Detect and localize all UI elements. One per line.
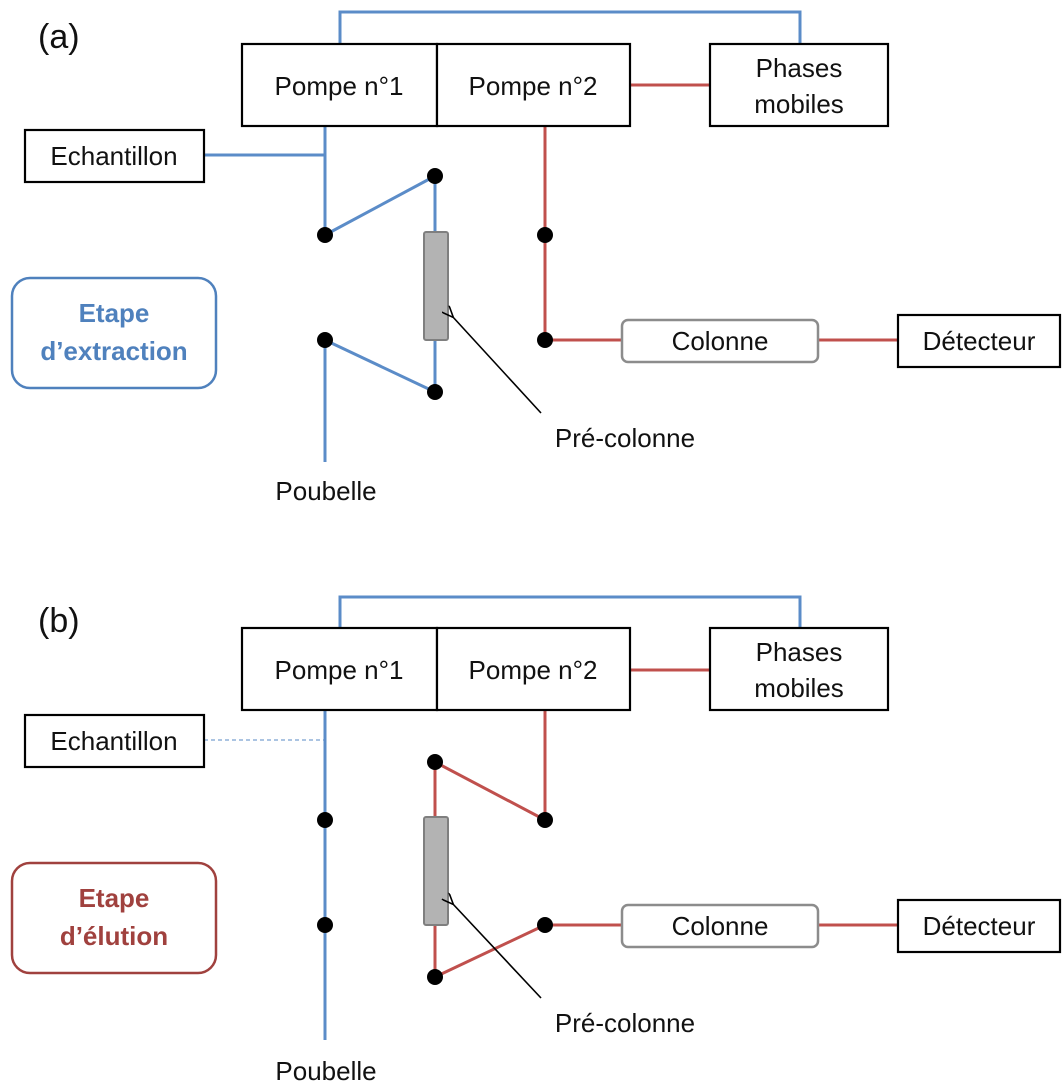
elution-step-label-1: Etape bbox=[79, 883, 150, 913]
mobile-phases-box bbox=[708, 42, 890, 128]
extraction-step-label-2: d’extraction bbox=[40, 336, 187, 366]
extraction-step-box bbox=[10, 276, 218, 390]
elution-step-label-2: d’élution bbox=[60, 921, 168, 951]
valve-port bbox=[317, 812, 333, 828]
pump-2-label: Pompe n°2 bbox=[469, 71, 598, 101]
sample-box bbox=[23, 713, 206, 769]
column-box bbox=[620, 318, 820, 364]
mobile-phases-label-1: Phases bbox=[756, 637, 843, 667]
pump-2-label: Pompe n°2 bbox=[469, 655, 598, 685]
mobile-phases-box bbox=[708, 626, 890, 712]
valve-port bbox=[427, 754, 443, 770]
detector-box bbox=[896, 313, 1062, 369]
pump-1-box bbox=[240, 626, 439, 712]
valve-port bbox=[427, 969, 443, 985]
pump-2-box bbox=[435, 42, 632, 128]
sample-box bbox=[23, 128, 206, 184]
precolumn bbox=[423, 231, 449, 341]
panel-b-valve-ports bbox=[317, 754, 553, 985]
precolumn-label: Pré-colonne bbox=[555, 1008, 695, 1038]
mobile-phases-label-2: mobiles bbox=[754, 89, 844, 119]
valve-port bbox=[317, 332, 333, 348]
panel-a: (a) Pompe n°1 Pompe n°2 Phases mobiles E… bbox=[10, 10, 1062, 506]
panel-b-red-lines bbox=[433, 668, 898, 979]
elution-step-box bbox=[10, 861, 218, 975]
column-box bbox=[620, 903, 820, 949]
valve-port bbox=[317, 917, 333, 933]
precolumn-label: Pré-colonne bbox=[555, 423, 695, 453]
panel-b: (b) Pompe n°1 Pompe n°2 Phases mobiles E… bbox=[10, 595, 1062, 1086]
precolumn-arrow bbox=[452, 903, 542, 999]
valve-port bbox=[537, 812, 553, 828]
valve-port bbox=[427, 168, 443, 184]
panel-b-label: (b) bbox=[38, 602, 80, 640]
waste-label: Poubelle bbox=[275, 1056, 376, 1086]
precolumn bbox=[423, 816, 449, 926]
valve-port bbox=[537, 332, 553, 348]
valve-port bbox=[537, 227, 553, 243]
waste-label: Poubelle bbox=[275, 476, 376, 506]
pump-1-label: Pompe n°1 bbox=[275, 655, 404, 685]
panel-a-label: (a) bbox=[38, 18, 80, 56]
sample-label: Echantillon bbox=[50, 726, 177, 756]
detector-box bbox=[896, 898, 1062, 954]
mobile-phases-label-1: Phases bbox=[756, 53, 843, 83]
panel-a-valve-ports bbox=[317, 168, 553, 400]
sample-label: Echantillon bbox=[50, 141, 177, 171]
valve-port bbox=[317, 227, 333, 243]
pump-1-label: Pompe n°1 bbox=[275, 71, 404, 101]
column-label: Colonne bbox=[672, 326, 769, 356]
precolumn-arrow bbox=[452, 316, 542, 414]
panel-a-blue-lines bbox=[204, 10, 802, 462]
detector-label: Détecteur bbox=[923, 911, 1036, 941]
panel-b-blue-lines bbox=[204, 595, 802, 1040]
valve-port bbox=[537, 917, 553, 933]
extraction-step-label-1: Etape bbox=[79, 298, 150, 328]
mobile-phases-label-2: mobiles bbox=[754, 673, 844, 703]
pump-2-box bbox=[435, 626, 632, 712]
detector-label: Détecteur bbox=[923, 326, 1036, 356]
pump-1-box bbox=[240, 42, 439, 128]
column-label: Colonne bbox=[672, 911, 769, 941]
valve-port bbox=[427, 384, 443, 400]
